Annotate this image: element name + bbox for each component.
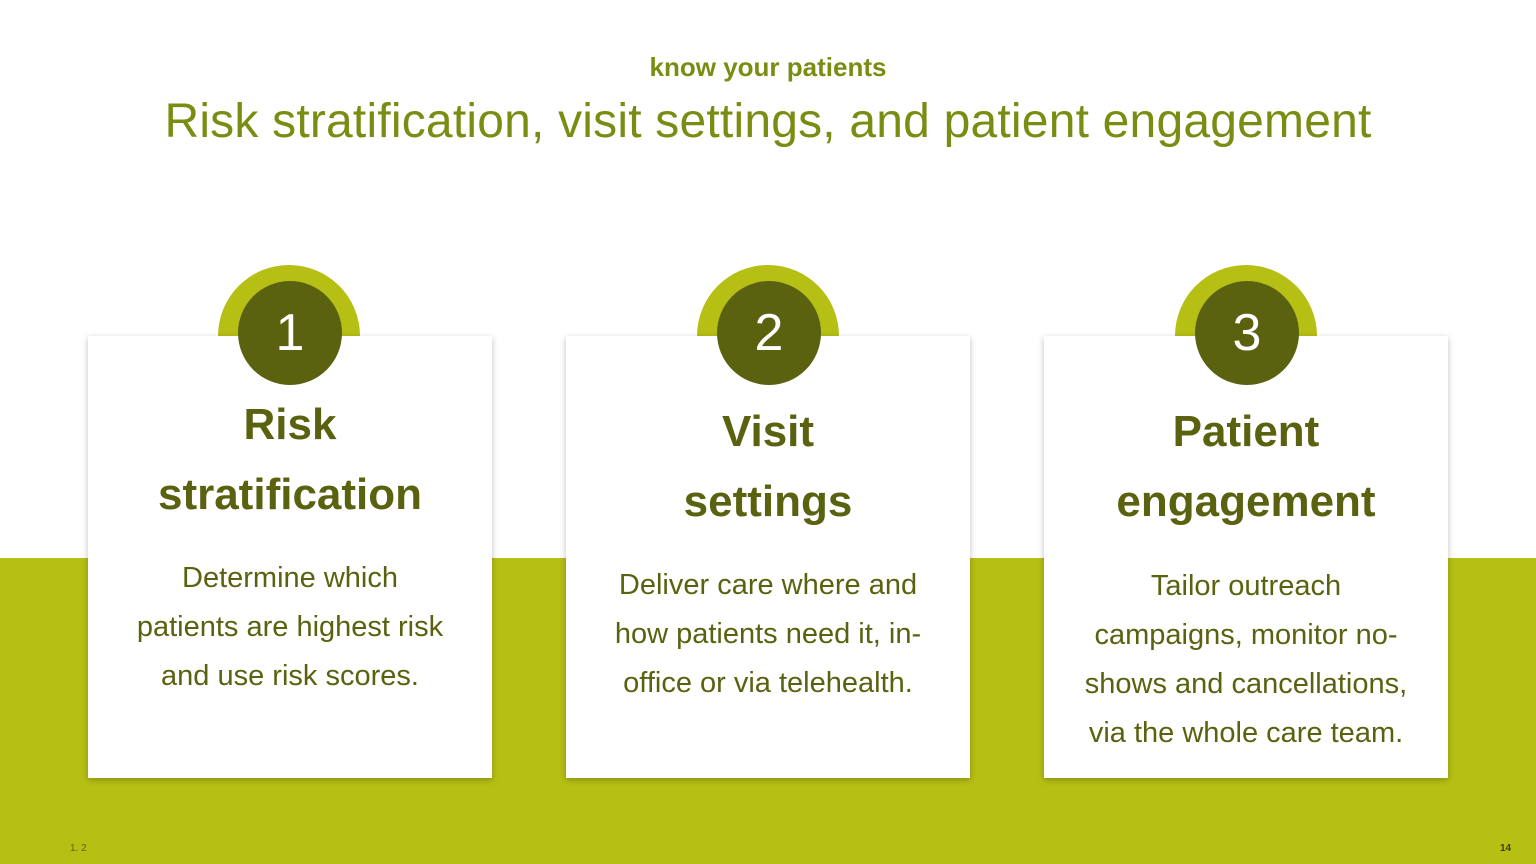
card-desc-line: Determine which (182, 562, 398, 594)
card-title-line2: settings (683, 477, 853, 526)
card-desc-line: Tailor outreach (1150, 570, 1342, 602)
card-desc-line: how patients need it, in- (614, 618, 922, 650)
card-title-line2: stratification (157, 470, 423, 519)
card-title-line1: Patient (1172, 407, 1320, 456)
slide-kicker: know your patients (649, 52, 887, 82)
card-risk-stratification: Risk stratification Determine which pati… (88, 336, 492, 778)
step-number-badge: 2 (717, 281, 821, 385)
card-desc-line: shows and cancellations, (1084, 668, 1408, 700)
card-visit-settings: Visit settings Deliver care where and ho… (566, 336, 970, 778)
card-desc-line: office or via telehealth. (623, 667, 913, 699)
footer-note: 1. 2 (70, 843, 87, 854)
card-desc-line: via the whole care team. (1088, 717, 1404, 749)
step-number-badge: 3 (1195, 281, 1299, 385)
page-number: 14 (1500, 843, 1512, 854)
card-desc-line: and use risk scores. (161, 660, 419, 692)
card-title-line1: Risk (243, 400, 337, 449)
card-patient-engagement: Patient engagement Tailor outreach campa… (1044, 336, 1448, 778)
card-desc-line: patients are highest risk (136, 611, 444, 643)
card-desc-line: campaigns, monitor no- (1094, 619, 1398, 651)
card-desc-line: Deliver care where and (618, 569, 918, 601)
card-title-line1: Visit (721, 407, 815, 456)
step-number-badge: 1 (238, 281, 342, 385)
card-title-line2: engagement (1116, 477, 1376, 526)
slide-title: Risk stratification, visit settings, and… (164, 95, 1372, 148)
